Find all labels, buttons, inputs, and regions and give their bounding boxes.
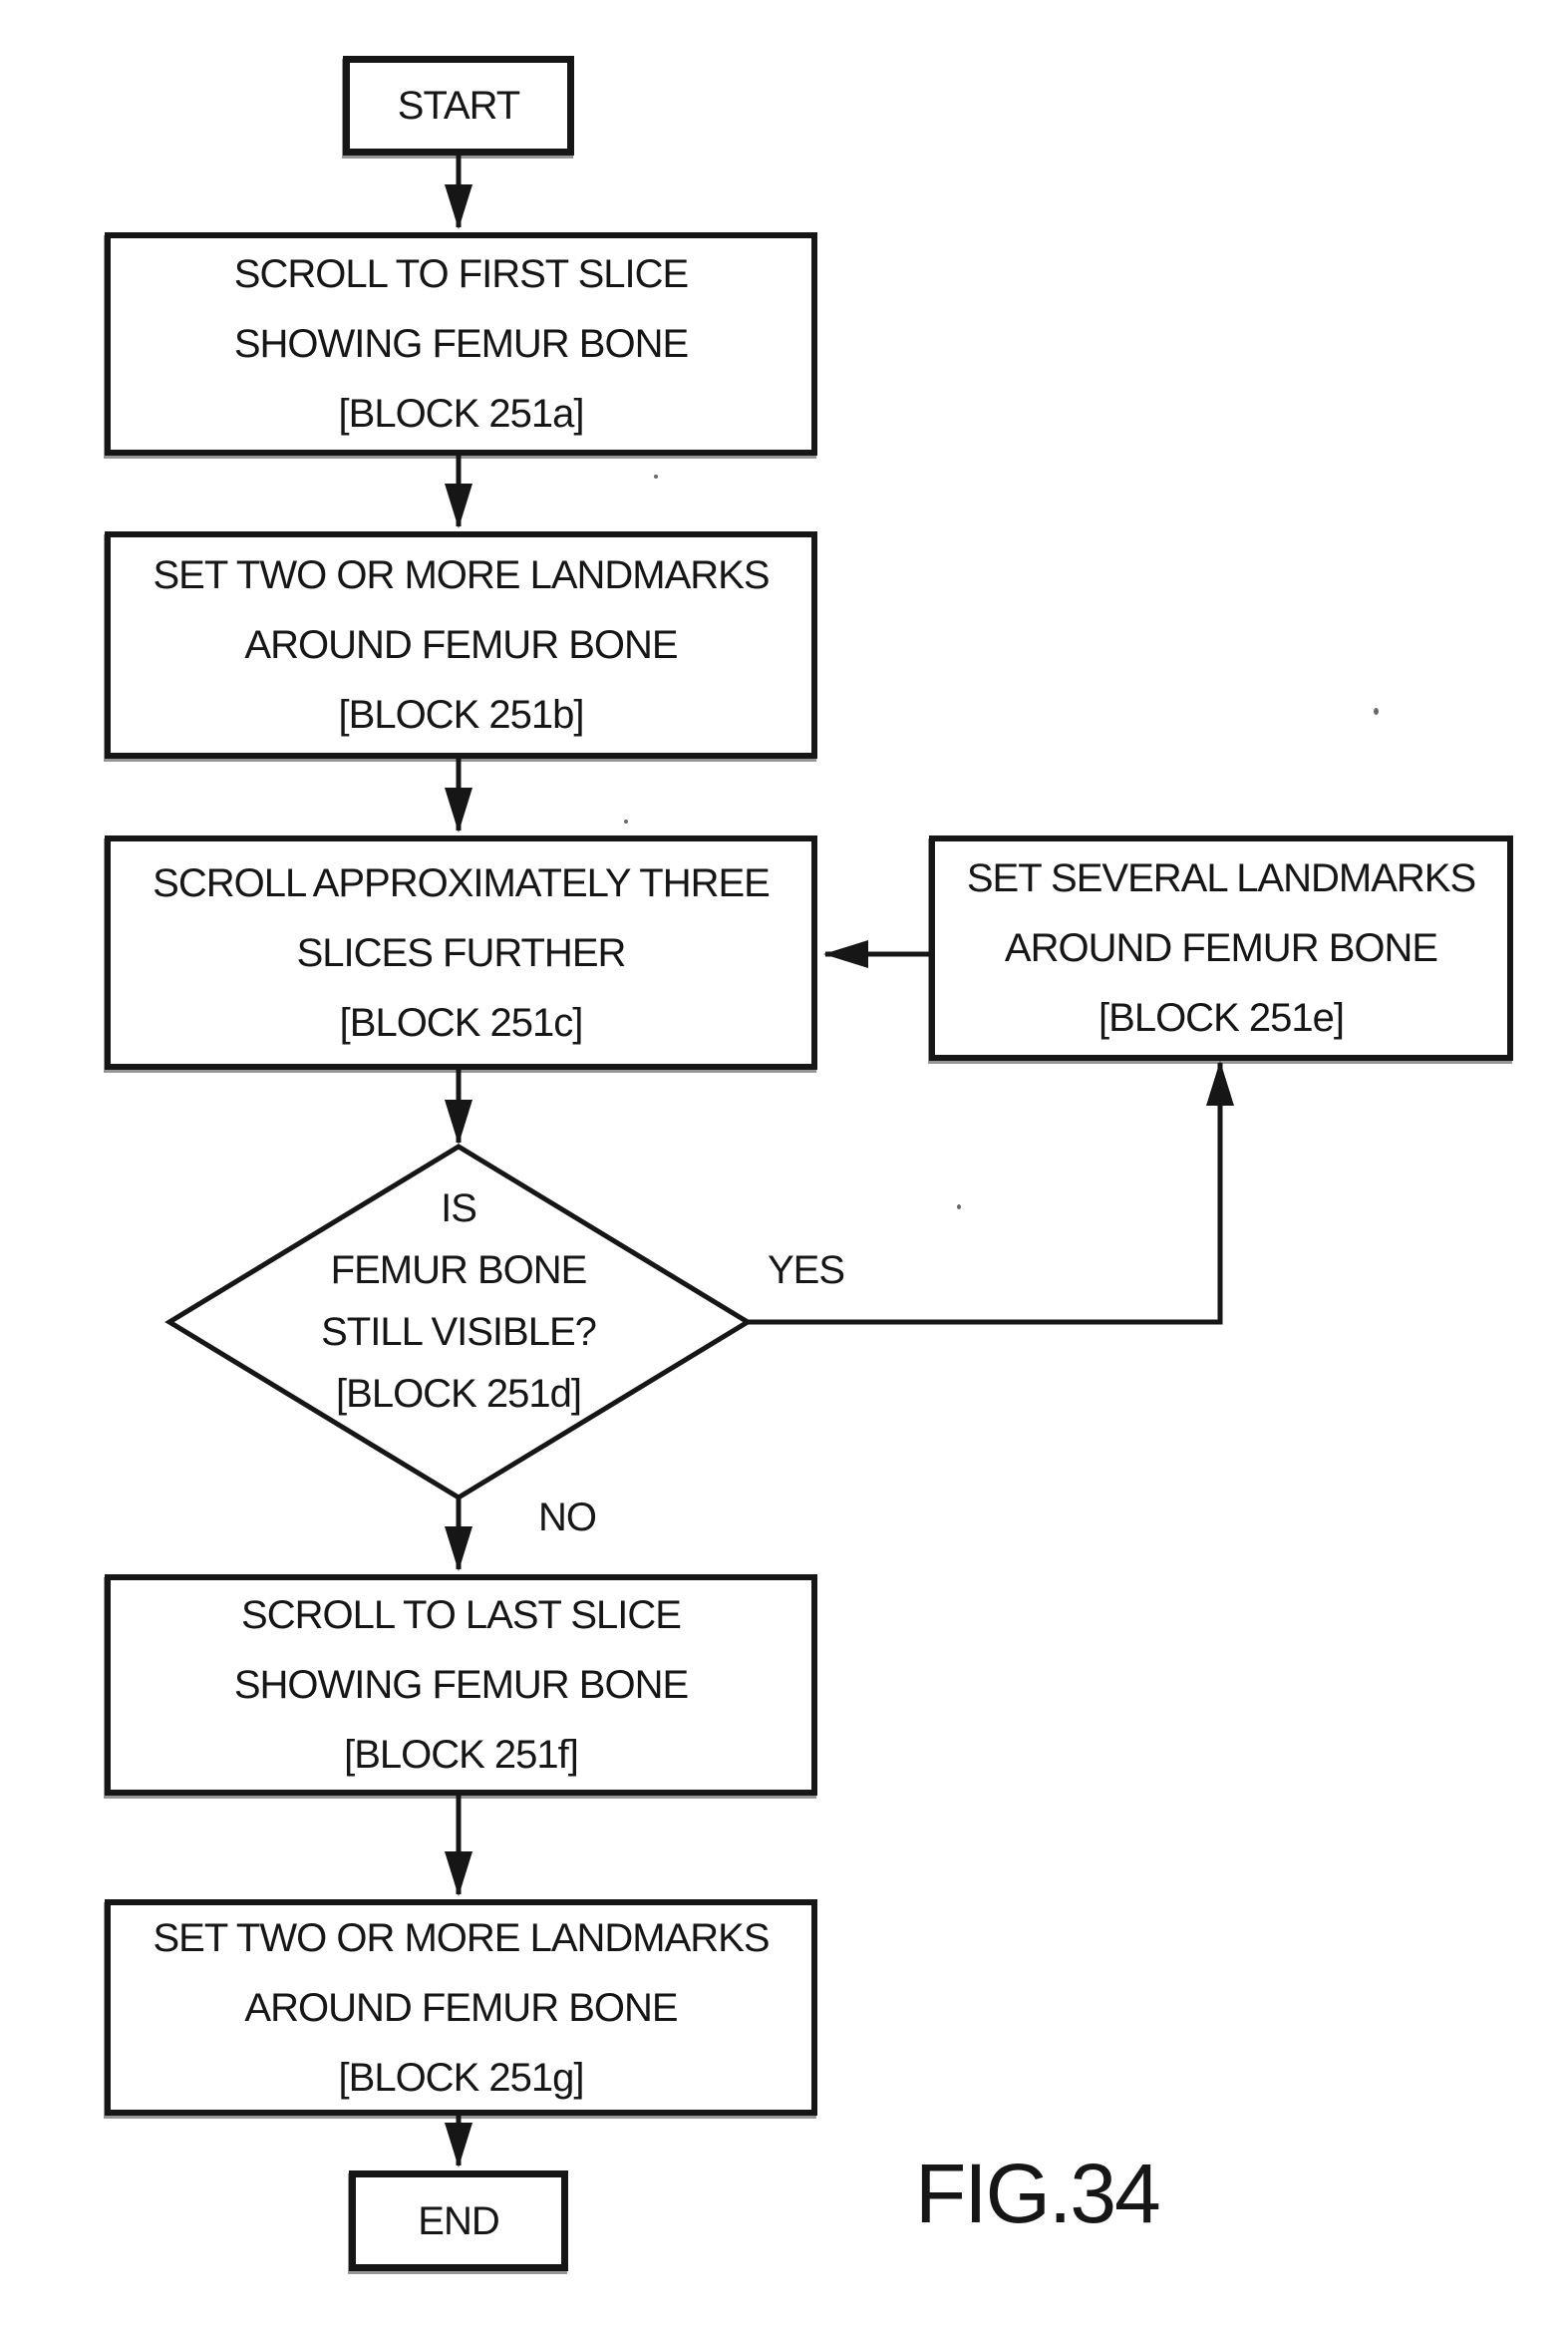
block-text-line: [BLOCK 251a] bbox=[338, 392, 585, 436]
scan-speck bbox=[1374, 708, 1379, 715]
decision-text-line: IS bbox=[441, 1186, 477, 1230]
decision-text-line: FEMUR BONE bbox=[330, 1248, 588, 1292]
process-block-251f: SCROLL TO LAST SLICE SHOWING FEMUR BONE … bbox=[105, 1574, 817, 1796]
block-text-line: SCROLL TO LAST SLICE bbox=[241, 1593, 682, 1637]
block-text-line: AROUND FEMUR BONE bbox=[1004, 926, 1438, 970]
start-label: START bbox=[397, 84, 520, 128]
block-text-line: SLICES FURTHER bbox=[296, 930, 627, 975]
block-text-line: SET TWO OR MORE LANDMARKS bbox=[153, 1915, 770, 1960]
block-text-line: AROUND FEMUR BONE bbox=[244, 623, 678, 667]
end-label: END bbox=[418, 2198, 499, 2243]
figure-label: FIG.34 bbox=[915, 2147, 1161, 2240]
start-node: START bbox=[343, 56, 574, 156]
scan-speck bbox=[654, 475, 658, 479]
block-text-line: SHOWING FEMUR BONE bbox=[233, 322, 689, 366]
block-text-line: [BLOCK 251c] bbox=[339, 1000, 584, 1045]
block-text-line: SET SEVERAL LANDMARKS bbox=[966, 856, 1476, 900]
block-text-line: SHOWING FEMUR BONE bbox=[233, 1663, 689, 1707]
block-text-line: [BLOCK 251g] bbox=[338, 2055, 585, 2100]
no-branch-label: NO bbox=[538, 1496, 597, 1539]
scan-speck bbox=[957, 1204, 961, 1209]
block-text-line: AROUND FEMUR BONE bbox=[244, 1985, 678, 2030]
decision-diamond-shape bbox=[164, 1144, 753, 1500]
block-text-line: [BLOCK 251b] bbox=[338, 693, 585, 737]
decision-block-251d: IS FEMUR BONE STILL VISIBLE? [BLOCK 251d… bbox=[234, 1166, 683, 1476]
block-text-line: [BLOCK 251f] bbox=[344, 1733, 579, 1777]
block-text-line: SCROLL APPROXIMATELY THREE bbox=[153, 860, 771, 905]
process-block-251g: SET TWO OR MORE LANDMARKS AROUND FEMUR B… bbox=[105, 1899, 817, 2116]
decision-text-line: STILL VISIBLE? bbox=[321, 1310, 597, 1354]
block-text-line: [BLOCK 251e] bbox=[1098, 996, 1345, 1040]
block-text-line: SCROLL TO FIRST SLICE bbox=[233, 252, 689, 296]
process-block-251c: SCROLL APPROXIMATELY THREE SLICES FURTHE… bbox=[105, 835, 817, 1070]
process-block-251e: SET SEVERAL LANDMARKS AROUND FEMUR BONE … bbox=[929, 835, 1513, 1061]
end-node: END bbox=[349, 2170, 568, 2271]
process-block-251b: SET TWO OR MORE LANDMARKS AROUND FEMUR B… bbox=[105, 531, 817, 759]
block-text-line: SET TWO OR MORE LANDMARKS bbox=[153, 553, 770, 597]
process-block-251a: SCROLL TO FIRST SLICE SHOWING FEMUR BONE… bbox=[105, 232, 817, 456]
yes-branch-label: YES bbox=[768, 1248, 845, 1292]
scan-speck bbox=[624, 820, 628, 824]
decision-text-line: [BLOCK 251d] bbox=[336, 1372, 582, 1416]
edge-yes-251d-to-251e bbox=[748, 1061, 1234, 1325]
